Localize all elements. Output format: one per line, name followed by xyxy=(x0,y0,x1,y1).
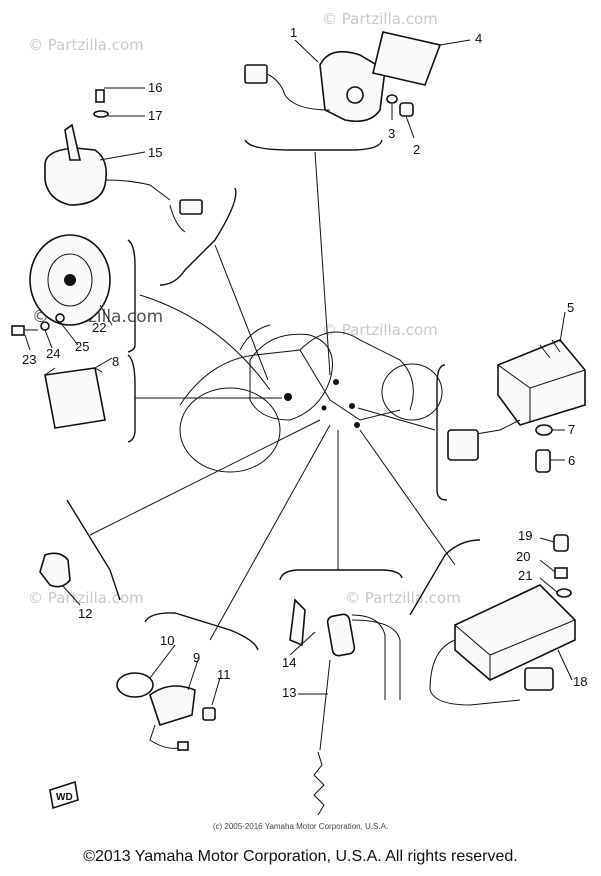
part-22-horn xyxy=(29,234,113,326)
callout-12: 12 xyxy=(78,606,92,621)
callout-5: 5 xyxy=(567,300,574,315)
copyright-footer: ©2013 Yamaha Motor Corporation, U.S.A. A… xyxy=(83,848,518,865)
part-5-rectifier xyxy=(447,311,586,461)
callout-1: 1 xyxy=(290,25,297,40)
part-9-11-neutral-switch xyxy=(116,644,221,751)
part-2-3-spacers xyxy=(386,94,415,139)
part-6-7-bolts xyxy=(535,424,565,473)
callout-13: 13 xyxy=(282,685,296,700)
part-8-flasher-relay xyxy=(44,357,113,429)
callout-15: 15 xyxy=(148,145,162,160)
part-18-cdi-unit xyxy=(429,584,576,706)
part-12-sensor xyxy=(39,552,81,606)
part-13-14-stop-switch xyxy=(289,598,401,816)
callout-19: 19 xyxy=(518,528,532,543)
copyright-credit: (c) 2005-2016 Yamaha Motor Corporation, … xyxy=(212,822,389,831)
leader-lines xyxy=(89,151,456,641)
watermark-bottom-right: © Partzilla.com xyxy=(345,589,461,607)
part-19-21-hardware xyxy=(539,534,572,598)
callout-22: 22 xyxy=(92,320,106,335)
watermark-top-left: © Partzilla.com xyxy=(28,36,144,54)
callout-25: 25 xyxy=(75,339,89,354)
part-15-main-switch xyxy=(44,87,203,233)
part-23-25-bolts xyxy=(11,313,79,351)
callout-20: 20 xyxy=(516,549,530,564)
callout-24: 24 xyxy=(46,346,60,361)
callout-23: 23 xyxy=(22,352,36,367)
callout-labels: 1 2 3 4 5 6 7 8 9 10 11 12 13 14 15 16 1… xyxy=(22,25,587,700)
callout-7: 7 xyxy=(568,422,575,437)
callout-11: 11 xyxy=(217,667,231,682)
callout-2: 2 xyxy=(413,142,420,157)
frame-outline xyxy=(179,324,443,473)
watermark-bottom-left: © Partzilla.com xyxy=(28,589,144,607)
group-brackets xyxy=(66,139,481,651)
watermark-mid-right: © Partzilla.com xyxy=(322,321,438,339)
part-1-relay xyxy=(244,39,386,123)
callout-10: 10 xyxy=(160,633,174,648)
watermark-top-right: © Partzilla.com xyxy=(322,10,438,28)
callout-21: 21 xyxy=(518,568,532,583)
callout-17: 17 xyxy=(148,108,162,123)
wd-stamp-text: WD xyxy=(56,792,73,803)
electrical-parts-diagram: © Partzilla.com © Partzilla.com © Partzi… xyxy=(11,10,587,816)
callout-4: 4 xyxy=(475,31,482,46)
part-4-label-plate xyxy=(372,31,471,86)
callout-9: 9 xyxy=(193,650,200,665)
callout-8: 8 xyxy=(112,354,119,369)
callout-3: 3 xyxy=(388,126,395,141)
wd-stamp: WD xyxy=(49,780,79,810)
callout-18: 18 xyxy=(573,674,587,689)
callout-14: 14 xyxy=(282,655,296,670)
callout-6: 6 xyxy=(568,453,575,468)
callout-16: 16 xyxy=(148,80,162,95)
